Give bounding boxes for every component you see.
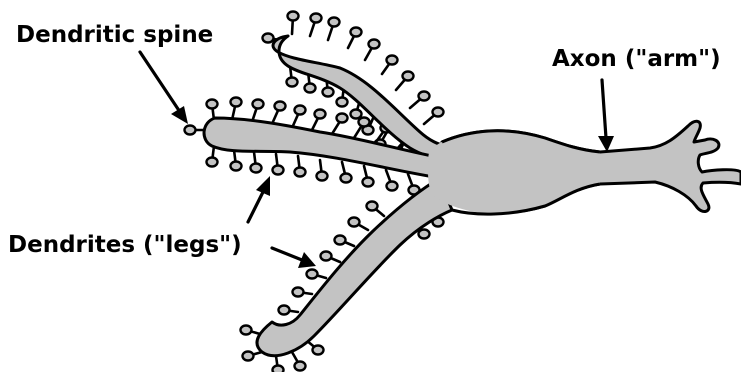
spine-head <box>351 28 362 37</box>
arrow-to-spine <box>140 52 188 124</box>
spine-head <box>263 34 274 43</box>
label-dendritic-spine: Dendritic spine <box>16 22 213 48</box>
spine-head <box>207 100 218 109</box>
spine-head <box>359 118 370 127</box>
spine-head <box>363 178 374 187</box>
spine-head <box>369 40 380 49</box>
spine-head <box>273 166 284 175</box>
spine-head <box>288 12 299 21</box>
spine-head <box>321 252 332 261</box>
spine-head <box>231 162 242 171</box>
spine-head <box>311 14 322 23</box>
spine-head <box>337 98 348 107</box>
spine-head <box>295 168 306 177</box>
arrow-to-middle-dendrite <box>248 176 270 222</box>
spine-head <box>307 270 318 279</box>
spine-head <box>295 106 306 115</box>
arrow-to-lower-dendrite <box>272 248 316 268</box>
spine-head <box>349 218 360 227</box>
spine-head <box>419 230 430 239</box>
spine-head <box>287 78 298 87</box>
spine-head <box>305 84 316 93</box>
spine-head <box>273 366 284 372</box>
spine-head <box>207 158 218 167</box>
spine-head <box>351 110 362 119</box>
spine-head <box>315 110 326 119</box>
spine-head <box>403 72 414 81</box>
spine-head <box>367 202 378 211</box>
spine-head <box>185 126 196 135</box>
label-dendrites: Dendrites ("legs") <box>8 232 242 258</box>
spine-head <box>241 326 252 335</box>
label-axon: Axon ("arm") <box>552 46 721 72</box>
spine-head <box>313 346 324 355</box>
spine-head <box>323 88 334 97</box>
spine-head <box>335 236 346 245</box>
spine-head <box>295 362 306 371</box>
spine-head <box>329 18 340 27</box>
spine-head <box>231 98 242 107</box>
spine-head <box>341 174 352 183</box>
spine-head <box>251 164 262 173</box>
spine-head <box>387 56 398 65</box>
spine-head <box>419 92 430 101</box>
spine-head <box>243 352 254 361</box>
spine-head <box>337 114 348 123</box>
spine-head <box>275 102 286 111</box>
dendrite-lower <box>257 178 452 356</box>
spine-head <box>279 306 290 315</box>
soma <box>428 130 600 214</box>
spine-head <box>387 182 398 191</box>
arrow-to-axon <box>598 80 614 152</box>
spine-head <box>317 172 328 181</box>
spine-head <box>293 288 304 297</box>
spine-head <box>433 108 444 117</box>
spine-head <box>253 100 264 109</box>
